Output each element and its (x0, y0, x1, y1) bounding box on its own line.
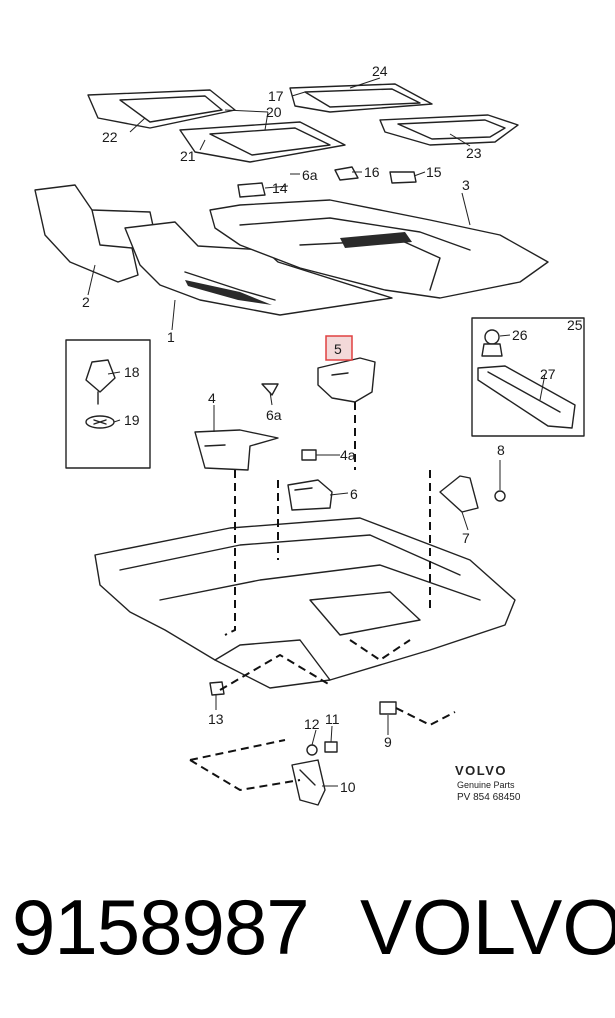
brand-line-1: Genuine Parts (457, 780, 515, 790)
callout-20: 20 (266, 104, 282, 120)
floor-mat-21 (179, 121, 346, 163)
brand-block: VOLVO Genuine Parts PV 854 68450 (455, 763, 521, 803)
callout-3: 3 (462, 177, 470, 193)
callout-1: 1 (167, 329, 175, 345)
floor-mat-24 (289, 83, 433, 113)
assembly-line-13 (219, 653, 331, 691)
carpet-1 (124, 221, 393, 316)
screw-11 (324, 741, 338, 753)
bracket-27 (477, 365, 576, 429)
bracket-6 (287, 479, 333, 511)
clip-14 (237, 182, 266, 198)
callout-13: 13 (208, 711, 224, 727)
leader-lines (87, 77, 546, 787)
callout-27: 27 (540, 366, 556, 382)
callouts: 1 2 3 4 4a 5 6 6a 6a 7 8 9 10 11 12 13 1… (82, 63, 583, 795)
callout-16: 16 (364, 164, 380, 180)
callout-4a: 4a (340, 447, 356, 463)
floor-mat-22 (87, 89, 236, 129)
callout-12: 12 (304, 716, 320, 732)
callout-22: 22 (102, 129, 118, 145)
part-number: 9158987 (12, 883, 310, 971)
bracket-10 (291, 759, 326, 806)
bracket-7 (439, 475, 479, 513)
fastener-18 (85, 359, 116, 405)
fastener-26 (481, 329, 503, 357)
screw-4a (301, 449, 317, 461)
clip-9 (379, 701, 397, 715)
clip-6a (261, 383, 279, 396)
bracket-4 (194, 429, 279, 471)
clip-15 (389, 171, 417, 184)
callout-7: 7 (462, 530, 470, 546)
callout-24: 24 (372, 63, 388, 79)
carpet-3 (209, 199, 549, 299)
highlight-box-5 (325, 335, 353, 361)
inset-box-fasteners (65, 339, 151, 469)
manufacturer-name: VOLVO (360, 883, 615, 971)
brand-logo: VOLVO (455, 763, 507, 778)
callout-5: 5 (334, 341, 342, 357)
parts-diagram: 1 2 3 4 4a 5 6 6a 6a 7 8 9 10 11 12 13 1… (34, 63, 585, 806)
callout-19: 19 (124, 412, 140, 428)
callout-6a-top: 6a (302, 167, 318, 183)
washer-19 (85, 415, 115, 429)
callout-25: 25 (567, 317, 583, 333)
callout-21: 21 (180, 148, 196, 164)
callout-6: 6 (350, 486, 358, 502)
assembly-line-9 (395, 707, 456, 727)
assembly-line-10 (189, 739, 301, 792)
clip-13 (209, 681, 225, 696)
callout-11: 11 (325, 711, 340, 727)
clip-16 (334, 166, 359, 181)
floor-panel (94, 517, 516, 689)
callout-10: 10 (340, 779, 356, 795)
callout-4: 4 (208, 390, 216, 406)
plug-8 (494, 490, 506, 502)
carpet-2 (34, 184, 156, 283)
callout-8: 8 (497, 442, 505, 458)
callout-26: 26 (512, 327, 528, 343)
callout-2: 2 (82, 294, 90, 310)
callout-18: 18 (124, 364, 140, 380)
callout-17: 17 (268, 88, 284, 104)
assembly-line-left (224, 470, 236, 636)
panel-5 (317, 357, 376, 403)
callout-9: 9 (384, 734, 392, 750)
callout-23: 23 (466, 145, 482, 161)
callout-15: 15 (426, 164, 442, 180)
callout-14: 14 (272, 180, 288, 196)
floor-mat-23 (379, 114, 519, 146)
callout-6a-mid: 6a (266, 407, 282, 423)
inset-box-25 (471, 317, 585, 437)
nut-12 (306, 744, 318, 756)
brand-line-2: PV 854 68450 (457, 792, 521, 803)
